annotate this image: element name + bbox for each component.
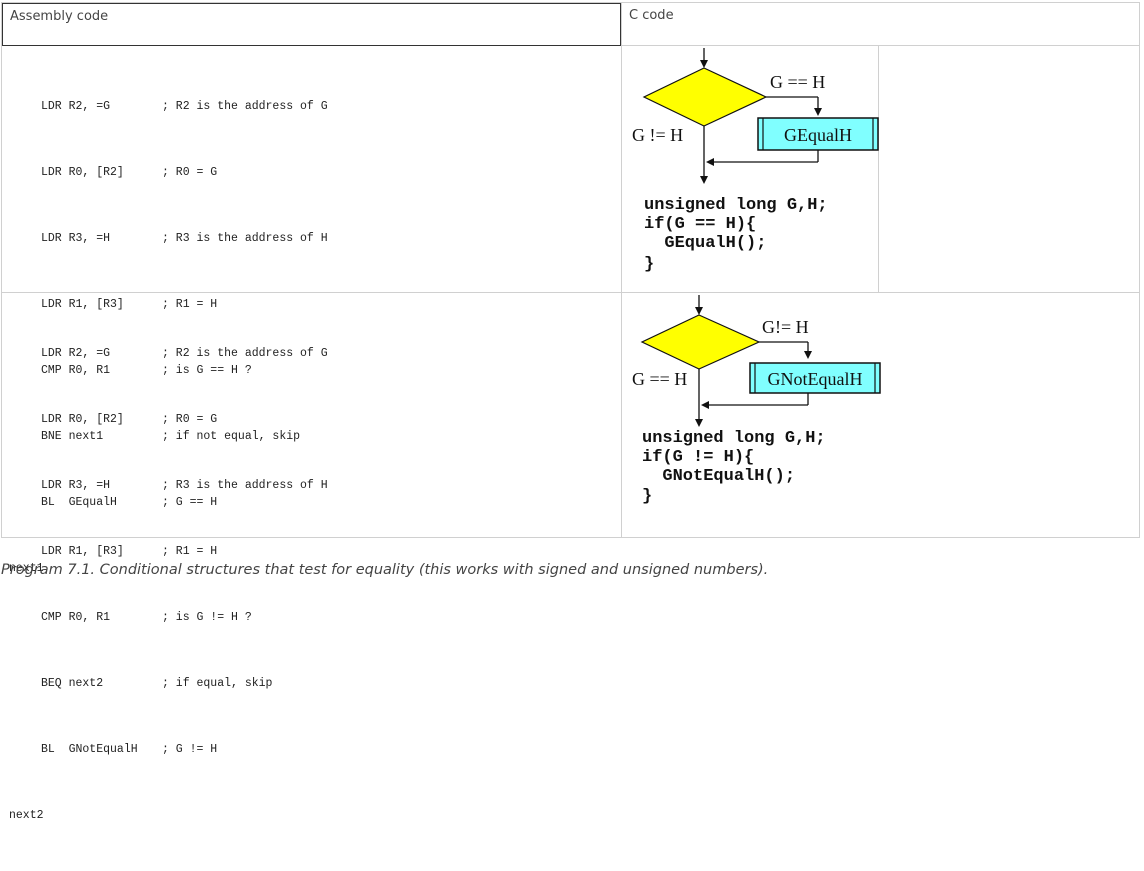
header-c-cell: C code	[621, 3, 1139, 46]
asm-line: LDR R2, =G; R2 is the address of G	[41, 347, 328, 360]
example1-assembly-code: LDR R2, =G; R2 is the address of G LDR R…	[9, 52, 328, 624]
c-line: }	[642, 487, 652, 506]
asm-line: CMP R0, R1; is G == H ?	[41, 364, 252, 377]
header-assembly: Assembly code	[10, 9, 109, 24]
asm-line: BL GNotEqualH; G != H	[41, 743, 218, 756]
asm-label: next2	[9, 809, 44, 822]
example1-flowchart: GEqualH G == H G != H unsigned long G,H;…	[632, 48, 879, 274]
asm-line: LDR R0, [R2]; R0 = G	[41, 413, 218, 426]
asm-label: next1	[9, 562, 44, 575]
program-caption: Program 7.1. Conditional structures that…	[1, 562, 769, 578]
example2-c-cell: GNotEqualH G!= H G == H unsigned long G,…	[621, 293, 1139, 537]
example2-assembly-code: LDR R2, =G; R2 is the address of G LDR R…	[9, 299, 328, 871]
true-condition-label: G == H	[770, 72, 825, 92]
header-c: C code	[629, 8, 674, 23]
decision-diamond	[642, 67, 768, 127]
false-condition-label: G == H	[632, 369, 687, 389]
asm-line: BNE next1; if not equal, skip	[41, 430, 301, 443]
asm-line: BEQ next2; if equal, skip	[41, 677, 273, 690]
c-line: if(G == H){	[644, 215, 756, 234]
example1-empty-cell	[879, 46, 1139, 293]
header-assembly-cell: Assembly code	[2, 3, 621, 46]
c-line: GEqualH();	[644, 234, 766, 253]
example1-assembly-cell: LDR R2, =G; R2 is the address of G LDR R…	[2, 46, 621, 575]
c-line: unsigned long G,H;	[644, 196, 828, 215]
c-line: }	[644, 255, 654, 274]
c-line: unsigned long G,H;	[642, 429, 826, 448]
asm-line: CMP R0, R1; is G != H ?	[41, 611, 252, 624]
example1-c-cell: GEqualH G == H G != H unsigned long G,H;…	[621, 46, 879, 293]
decision-diamond	[640, 314, 761, 370]
asm-line: LDR R0, [R2]; R0 = G	[41, 166, 218, 179]
call-box-label: GEqualH	[784, 125, 852, 145]
true-condition-label: G!= H	[762, 317, 809, 337]
call-box-label: GNotEqualH	[768, 369, 863, 389]
false-condition-label: G != H	[632, 125, 683, 145]
asm-line: LDR R3, =H; R3 is the address of H	[41, 479, 328, 492]
call-box	[749, 362, 881, 394]
example2-flowchart: GNotEqualH G!= H G == H unsigned long G,…	[632, 295, 881, 506]
call-box	[757, 117, 879, 151]
asm-line: LDR R2, =G; R2 is the address of G	[41, 100, 328, 113]
asm-line: LDR R3, =H; R3 is the address of H	[41, 232, 328, 245]
asm-line: LDR R1, [R3]; R1 = H	[41, 298, 218, 311]
example2-assembly-cell: LDR R2, =G; R2 is the address of G LDR R…	[2, 293, 621, 822]
asm-line: BL GEqualH; G == H	[41, 496, 218, 509]
c-line: GNotEqualH();	[642, 467, 795, 486]
asm-line: LDR R1, [R3]; R1 = H	[41, 545, 218, 558]
program-table: Assembly code C code LDR R2, =G; R2 is t…	[1, 2, 1140, 822]
c-line: if(G != H){	[642, 448, 754, 467]
